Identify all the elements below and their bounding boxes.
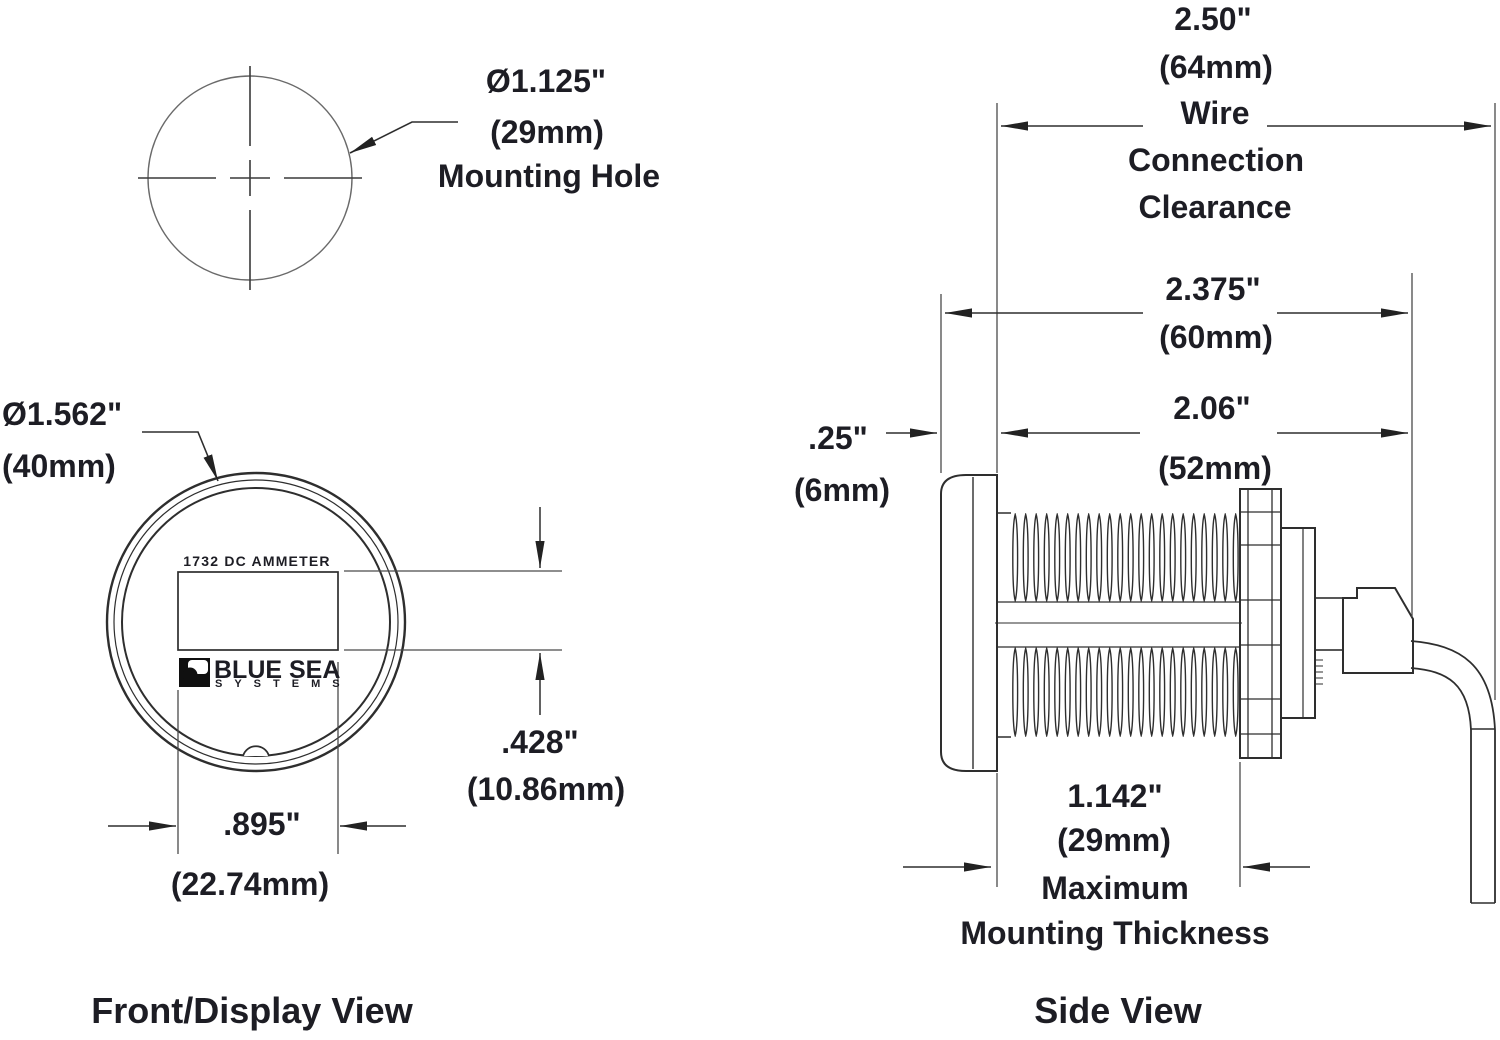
dim-wire-clearance-mm: (64mm) — [1159, 49, 1273, 85]
wire-connector — [1342, 587, 1414, 674]
front-dimension-arrows — [108, 507, 545, 831]
label-wire-clearance-2: Connection — [1128, 142, 1304, 178]
front-bezel-inner-ring — [121, 487, 391, 757]
dim-display-width-mm: (22.74mm) — [170, 866, 330, 902]
side-view-drawing — [886, 103, 1496, 904]
dim-behind-panel-depth-in: 2.06" — [1173, 390, 1251, 426]
dim-display-width-in: .895" — [223, 806, 301, 842]
front-bezel-leader-line — [142, 431, 219, 482]
side-dimension-arrows — [886, 121, 1491, 872]
thread-band-bottom — [1010, 647, 1240, 737]
dim-bezel-thickness-in: .25" — [808, 420, 868, 456]
rear-stub — [1314, 597, 1344, 651]
dim-bezel-thickness-mm: (6mm) — [793, 472, 891, 508]
label-max-mounting-1: Maximum — [1041, 870, 1189, 906]
mounting-hole-leader-line — [349, 121, 458, 154]
brand-wordmark: BLUE SEA — [214, 656, 341, 684]
front-bezel-mid-ring — [113, 479, 399, 765]
dim-mounting-hole-diameter-in: Ø1.125" — [485, 63, 607, 99]
dim-behind-panel-depth-mm: (52mm) — [1158, 450, 1272, 486]
dim-mounting-hole-diameter-mm: (29mm) — [490, 114, 604, 150]
label-wire-clearance-1: Wire — [1180, 95, 1250, 131]
front-view-drawing — [105, 431, 562, 854]
dim-display-height-mm: (10.86mm) — [466, 771, 626, 807]
alignment-notch — [242, 745, 270, 757]
dim-overall-depth-in: 2.375" — [1165, 271, 1261, 307]
rear-ribs — [1315, 659, 1323, 685]
wire-pigtail — [1410, 640, 1496, 904]
front-bezel-outer-ring — [105, 471, 407, 773]
brand-logo-mark — [179, 658, 210, 687]
mounting-hole-drawing — [138, 66, 458, 290]
dim-wire-clearance-in: 2.50" — [1174, 1, 1252, 37]
rear-housing — [1280, 527, 1316, 719]
front-view-title: Front/Display View — [91, 990, 413, 1031]
label-mounting-hole: Mounting Hole — [437, 158, 661, 194]
label-max-mounting-2: Mounting Thickness — [960, 915, 1270, 951]
front-extension-lines — [177, 570, 562, 854]
dim-front-bezel-diameter-mm: (40mm) — [2, 448, 116, 484]
brand-sub-wordmark: SYSTEMS — [215, 678, 352, 690]
thread-band-top — [1010, 513, 1240, 602]
dim-max-mounting-mm: (29mm) — [1057, 822, 1171, 858]
dim-display-height-in: .428" — [501, 724, 579, 760]
label-device-model: 1732 DC AMMETER — [183, 553, 331, 569]
side-bezel-flange — [940, 474, 998, 772]
dim-overall-depth-mm: (60mm) — [1159, 319, 1273, 355]
dim-max-mounting-in: 1.142" — [1067, 778, 1163, 814]
barrel-silhouette-lines — [997, 601, 1240, 648]
label-wire-clearance-3: Clearance — [1138, 189, 1292, 225]
display-window — [177, 571, 339, 651]
dim-front-bezel-diameter-in: Ø1.562" — [2, 396, 123, 432]
side-extension-lines — [940, 103, 1496, 887]
mounting-hole-crosshair — [138, 66, 362, 290]
side-view-title: Side View — [1034, 990, 1202, 1031]
mounting-nut — [1239, 488, 1282, 759]
